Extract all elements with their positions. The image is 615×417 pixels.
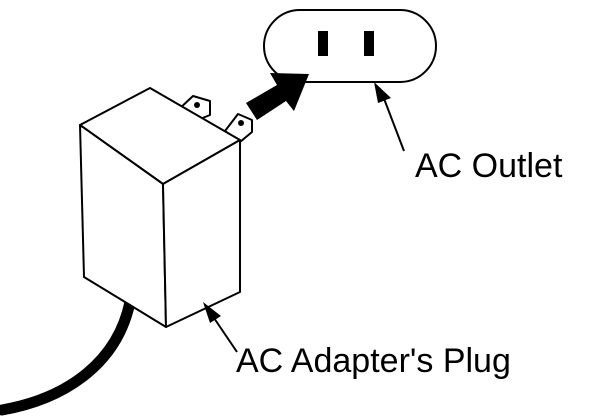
outlet-label: AC Outlet	[415, 147, 563, 185]
plug-pointer	[203, 302, 238, 353]
outlet-icon	[263, 9, 437, 83]
outlet-slot-left	[318, 31, 328, 56]
adapter-icon	[0, 87, 253, 416]
outlet-pointer	[374, 82, 405, 152]
outlet-faceplate	[263, 9, 437, 83]
arrow-right-icon	[246, 73, 309, 120]
outlet-slot-right	[364, 31, 374, 56]
insert-arrow	[246, 73, 309, 120]
adapter-cord	[0, 296, 136, 416]
plug-label: AC Adapter's Plug	[236, 342, 511, 380]
adapter-side-face	[162, 139, 241, 328]
